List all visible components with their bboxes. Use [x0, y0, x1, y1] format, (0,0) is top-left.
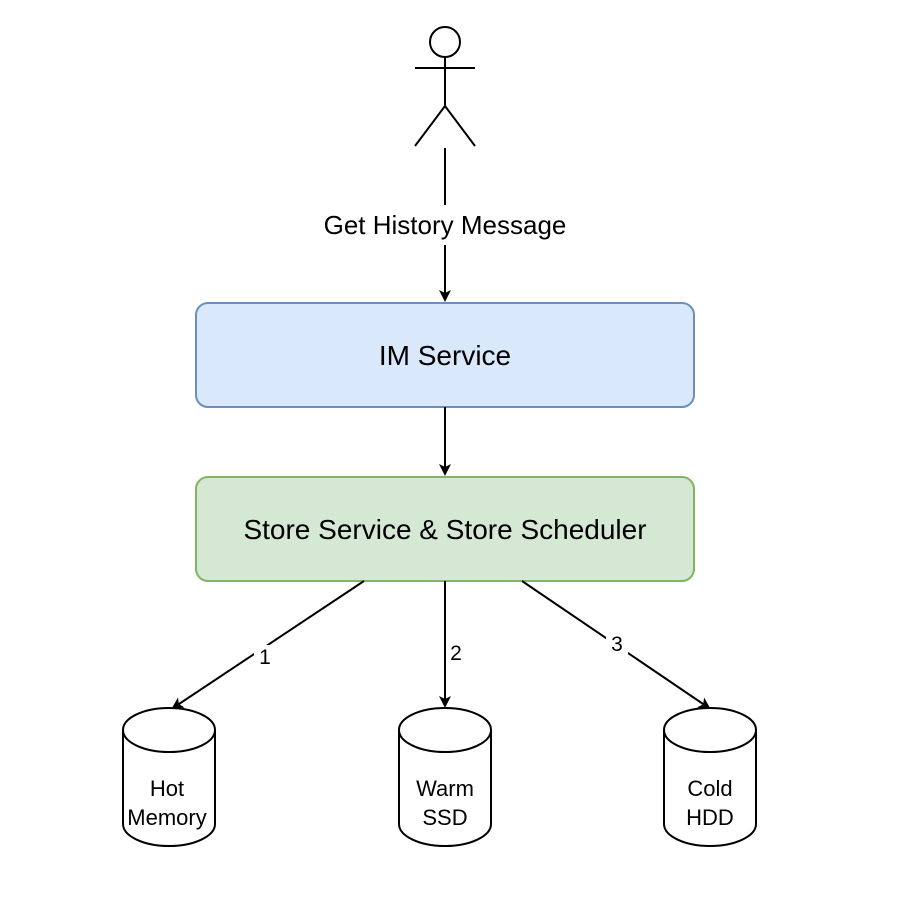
storage-warm-line2: SSD: [422, 805, 467, 830]
im-service-node[interactable]: IM Service: [195, 302, 695, 408]
edge-to-hot-memory: 1: [171, 580, 365, 710]
storage-cold-line1: Cold: [687, 776, 732, 801]
storage-cold-line2: HDD: [686, 805, 734, 830]
im-service-label: IM Service: [379, 340, 511, 371]
edge-label-2: 2: [450, 642, 462, 665]
edge-label-get-history: Get History Message: [324, 210, 567, 240]
user-actor-icon: [414, 26, 476, 147]
edge-label-1: 1: [259, 646, 271, 669]
edge-label-3: 3: [611, 633, 623, 656]
edge-to-warm-ssd: 2: [439, 581, 462, 708]
storage-hot-line2: Memory: [127, 805, 206, 830]
storage-hot-line1: Hot: [150, 776, 184, 801]
storage-cold-hdd[interactable]: Cold HDD: [663, 707, 757, 847]
edge-actor-to-im-service: Get History Message: [324, 148, 567, 302]
storage-warm-line1: Warm: [416, 776, 474, 801]
store-service-node[interactable]: Store Service & Store Scheduler: [195, 476, 695, 582]
storage-hot-memory[interactable]: Hot Memory: [122, 707, 216, 847]
edge-to-cold-hdd: 3: [521, 580, 711, 710]
storage-warm-ssd[interactable]: Warm SSD: [398, 707, 492, 847]
store-service-label: Store Service & Store Scheduler: [243, 514, 646, 545]
